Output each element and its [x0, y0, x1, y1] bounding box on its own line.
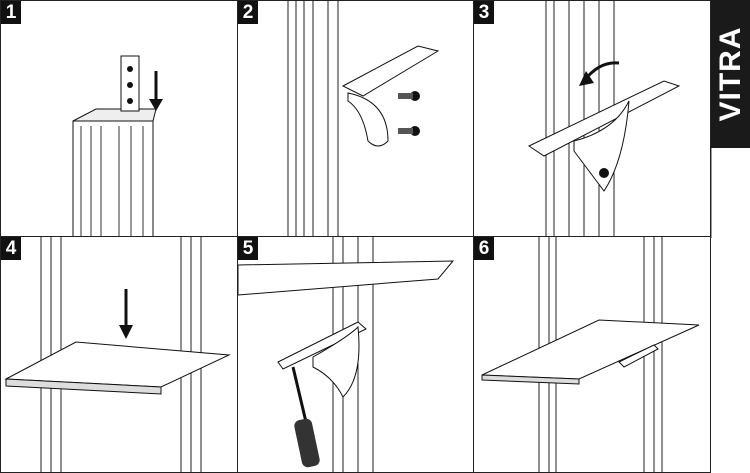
step-5-panel: 5: [237, 236, 474, 473]
step-number: 5: [238, 237, 258, 260]
step-number: 2: [238, 1, 258, 24]
logo-text: VITRA: [713, 26, 747, 122]
step-3-panel: 3: [473, 0, 711, 237]
step-number: 6: [474, 237, 494, 260]
step-1-panel: 1: [0, 0, 238, 237]
vitra-logo: VITRA: [711, 0, 750, 148]
step-number: 3: [474, 1, 494, 24]
screwdriver-fix-illustration: [238, 237, 455, 472]
bracket-screws-illustration: [287, 1, 440, 236]
step-4-panel: 4: [0, 236, 238, 473]
step-6-panel: 6: [473, 236, 711, 473]
shelf-place-illustration: [4, 237, 231, 472]
step-number: 4: [1, 237, 21, 260]
step-2-panel: 2: [237, 0, 474, 237]
completed-shelf-illustration: [481, 237, 700, 472]
divider: [711, 148, 712, 238]
post-insert-illustration: [72, 55, 163, 236]
bracket-mount-illustration: [527, 1, 681, 236]
step-number: 1: [1, 1, 21, 24]
